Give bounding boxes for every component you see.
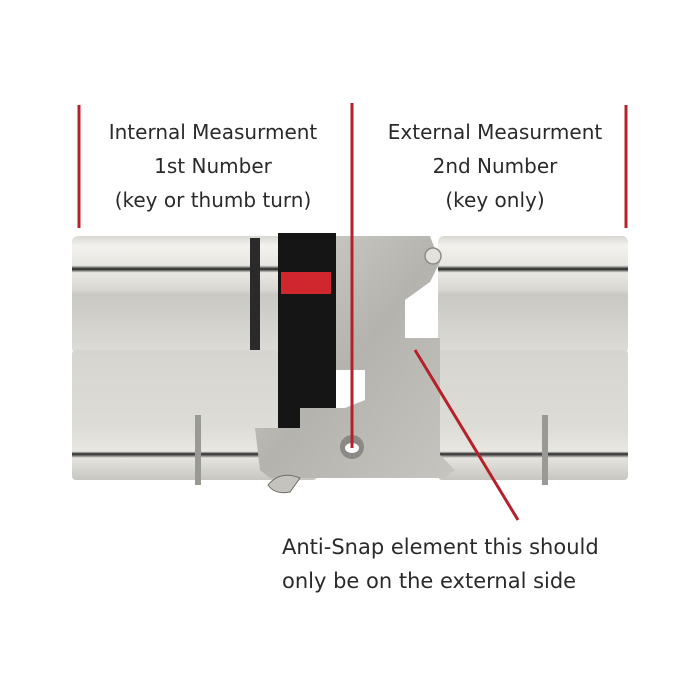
external-cylinder-half	[438, 236, 628, 485]
internal-groove-slot	[250, 238, 260, 350]
anti-snap-pointer	[413, 349, 520, 521]
cam-body	[278, 233, 336, 433]
internal-label-line-3: (key or thumb turn)	[114, 188, 312, 212]
anti-snap-plate	[255, 236, 455, 494]
external-lower-body	[438, 350, 628, 480]
measurement-markers	[77, 103, 628, 521]
cam-red-indicator	[281, 272, 331, 294]
screw-icon	[424, 247, 442, 265]
external-label-line-2: 2nd Number	[432, 154, 558, 178]
internal-retaining-pin	[195, 415, 201, 485]
internal-measurement-label: Internal Measurment 1st Number (key or t…	[78, 115, 348, 217]
anti-snap-label-line-1: Anti-Snap element this should	[282, 535, 599, 559]
anti-snap-label-line-2: only be on the external side	[282, 569, 577, 593]
internal-label-line-2: 1st Number	[154, 154, 272, 178]
external-measurement-label: External Measurment 2nd Number (key only…	[360, 115, 630, 217]
external-label-line-3: (key only)	[445, 188, 545, 212]
cam-tip	[267, 474, 301, 494]
internal-lower-body	[72, 350, 317, 480]
external-label-line-1: External Measurment	[387, 120, 603, 144]
cam	[278, 233, 336, 433]
internal-cylinder-half	[72, 236, 317, 485]
anti-snap-label: Anti-Snap element this should only be on…	[282, 530, 642, 598]
internal-label-line-1: Internal Measurment	[108, 120, 318, 144]
external-retaining-pin	[542, 415, 548, 485]
external-upper-barrel	[438, 236, 628, 354]
